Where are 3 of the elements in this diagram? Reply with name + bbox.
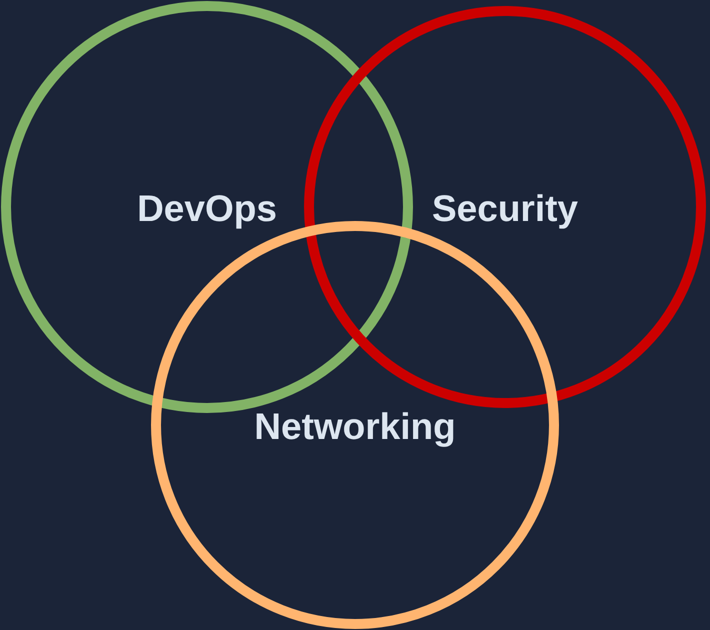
circle-label: DevOps	[137, 188, 277, 230]
circle-label: Networking	[254, 406, 456, 448]
circle-label: Security	[432, 188, 578, 230]
